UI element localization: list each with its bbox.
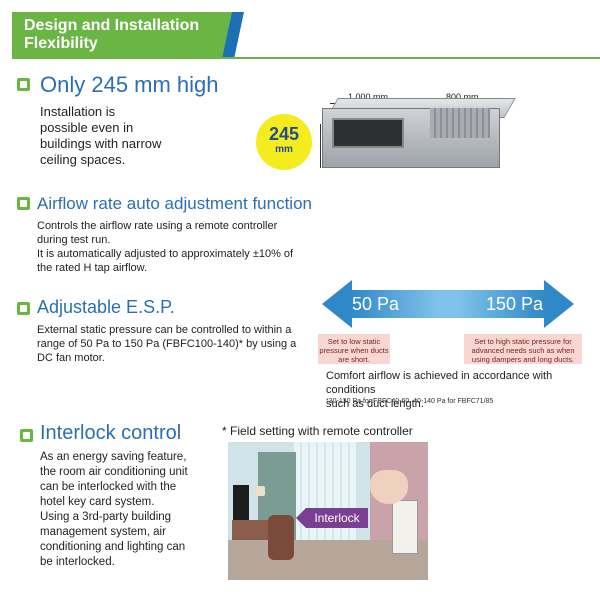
comfort-note: Comfort airflow is achieved in accordanc… xyxy=(326,369,596,411)
arrow-right-head xyxy=(544,280,574,328)
interlock-arrow-icon xyxy=(296,508,306,528)
text-line: can be interlocked with the xyxy=(40,481,177,493)
text-line: using dampers and long ducts. xyxy=(471,355,575,364)
text-line: Set to high static pressure for xyxy=(474,337,572,346)
text-line: External static pressure can be controll… xyxy=(37,324,292,336)
interlock-label: Interlock xyxy=(306,508,368,528)
header-title-line2: Flexibility xyxy=(24,35,98,52)
badge-value: 245 xyxy=(268,124,300,144)
text-line: Set to low static xyxy=(327,337,381,346)
section1-heading: Only 245 mm high xyxy=(40,72,219,97)
section1-body: Installation is possible even in buildin… xyxy=(40,104,220,168)
header-banner xyxy=(12,12,232,58)
lamp-icon xyxy=(255,486,265,496)
text-line: the room air conditioning unit xyxy=(40,466,188,478)
dim-width-label: 1,000 mm xyxy=(348,92,389,102)
section4-heading: Interlock control xyxy=(40,422,182,444)
header-divider xyxy=(12,57,600,59)
section3-heading: Adjustable E.S.P. xyxy=(37,297,175,317)
bullet-icon xyxy=(17,197,30,210)
bullet-icon xyxy=(17,78,30,91)
low-pressure-note: Set to low static pressure when ducts ar… xyxy=(318,334,390,364)
section2-body: Controls the airflow rate using a remote… xyxy=(37,219,327,275)
text-line: such as duct length. xyxy=(326,398,424,410)
field-setting-note: * Field setting with remote controller xyxy=(222,424,413,438)
unit-mechanism xyxy=(430,108,490,138)
text-line: are short. xyxy=(338,355,370,364)
pressure-range-arrow xyxy=(350,290,546,318)
badge-unit: mm xyxy=(275,144,293,155)
text-line: range of 50 Pa to 150 Pa (FBFC100-140)* … xyxy=(37,338,297,350)
banner-slash xyxy=(222,12,244,59)
high-pressure-note: Set to high static pressure for advanced… xyxy=(464,334,582,364)
hand-icon xyxy=(370,470,408,504)
arrow-high-label: 150 Pa xyxy=(486,294,544,314)
section4-body: As an energy saving feature, the room ai… xyxy=(40,450,220,570)
arrow-left-head xyxy=(322,280,352,328)
text-line: buildings with narrow xyxy=(40,136,162,151)
chair xyxy=(268,515,294,560)
arrow-low-label: 50 Pa xyxy=(352,294,400,314)
unit-air-opening xyxy=(332,118,404,148)
esp-footnote: *30-130 Pa for FBFC40-60, 40-140 Pa for … xyxy=(326,398,494,405)
text-line: be interlocked. xyxy=(40,556,115,568)
header-title: Design and Installation Flexibility xyxy=(24,17,244,53)
text-line: conditioning and lighting can xyxy=(40,541,186,553)
text-line: advanced needs such as when xyxy=(471,346,575,355)
height-badge: 245 mm xyxy=(256,114,312,170)
text-line: hotel key card system. xyxy=(40,496,155,508)
text-line: possible even in xyxy=(40,120,134,135)
text-line: pressure when ducts xyxy=(319,346,389,355)
key-card-holder xyxy=(392,500,418,554)
text-line: the rated H tap airflow. xyxy=(37,262,148,274)
text-line: Controls the airflow rate using a remote… xyxy=(37,220,278,232)
section3-body: External static pressure can be controll… xyxy=(37,323,327,365)
dim-line-vertical xyxy=(320,124,321,168)
bullet-icon xyxy=(20,429,33,442)
text-line: during test run. xyxy=(37,234,111,246)
text-line: Comfort airflow is achieved in accordanc… xyxy=(326,370,553,396)
text-line: management system, air xyxy=(40,526,166,538)
text-line: As an energy saving feature, xyxy=(40,451,187,463)
bullet-icon xyxy=(17,302,30,315)
text-line: ceiling spaces. xyxy=(40,152,126,167)
dim-depth-label: 800 mm xyxy=(446,92,479,102)
section2-heading: Airflow rate auto adjustment function xyxy=(37,194,312,213)
text-line: DC fan motor. xyxy=(37,352,105,364)
text-line: It is automatically adjusted to approxim… xyxy=(37,248,294,260)
text-line: Using a 3rd-party building xyxy=(40,511,172,523)
text-line: Installation is xyxy=(40,104,116,119)
header-title-line1: Design and Installation xyxy=(24,17,200,34)
